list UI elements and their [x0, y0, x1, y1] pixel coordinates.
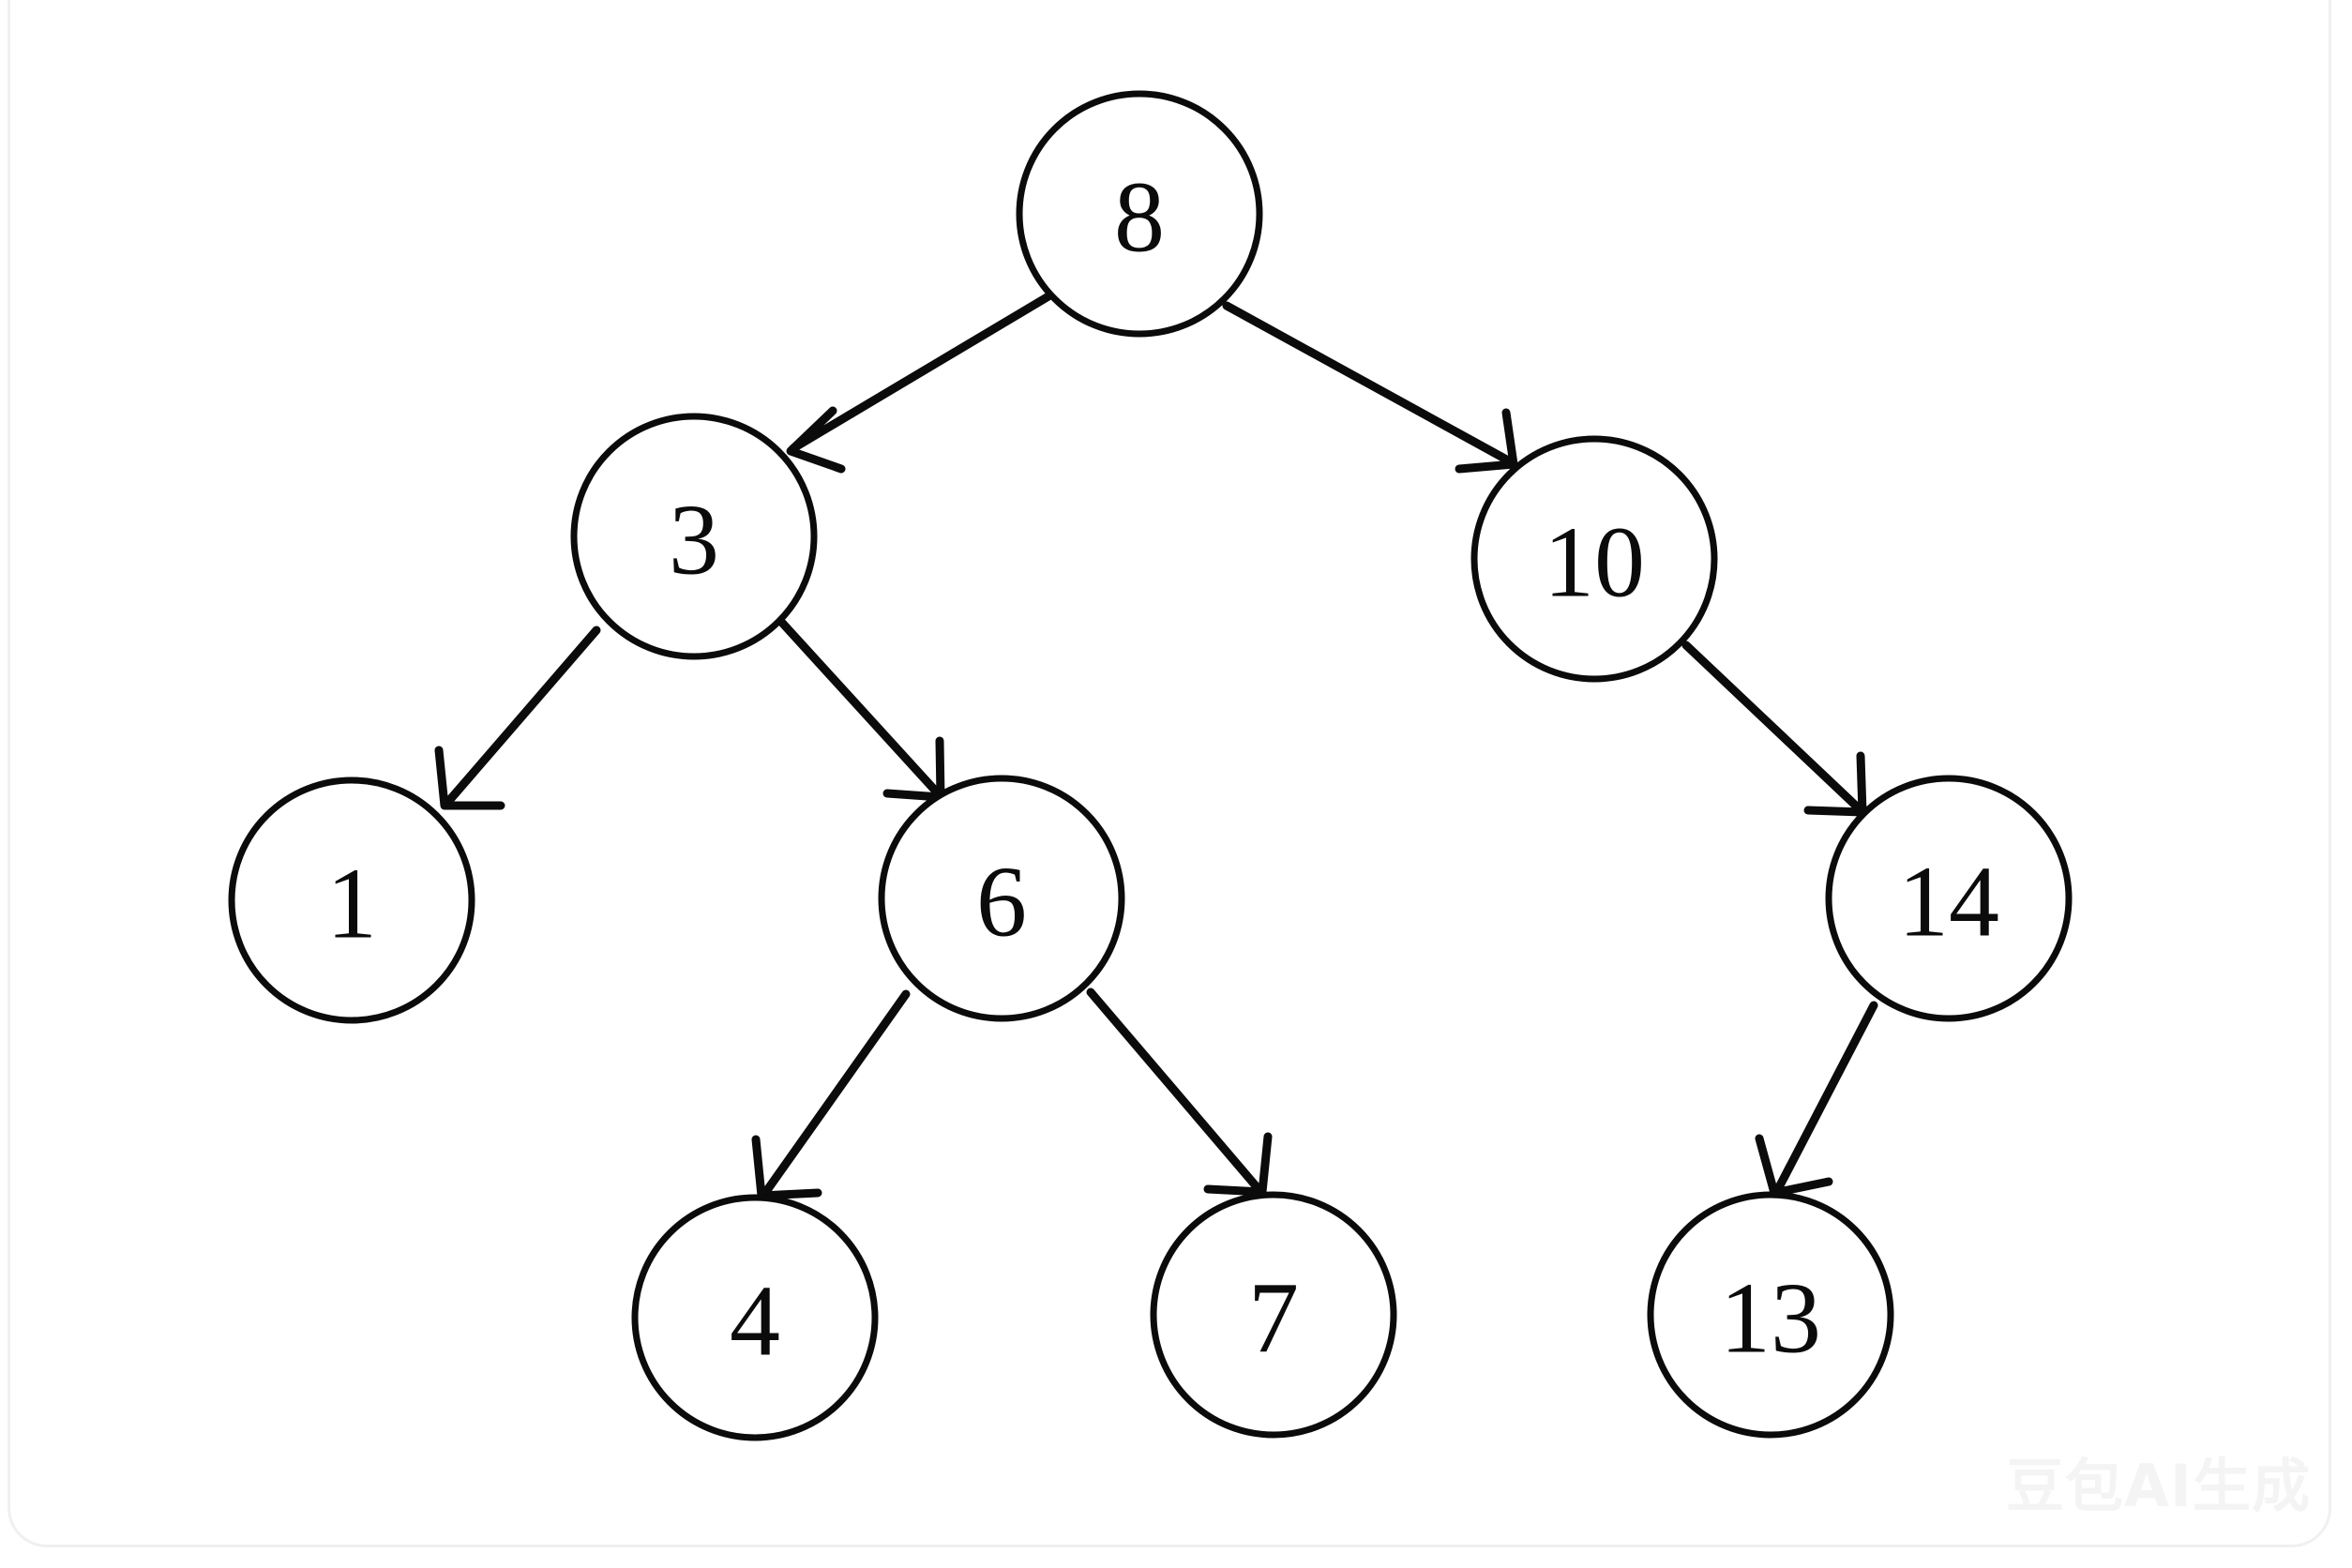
tree-node-3[interactable]: 3 — [570, 413, 818, 660]
arrowhead-icon — [434, 746, 505, 810]
node-label: 3 — [669, 485, 719, 596]
node-label: 7 — [1248, 1263, 1299, 1375]
node-label: 10 — [1544, 507, 1645, 619]
node-label: 14 — [1898, 847, 1999, 958]
node-label: 13 — [1720, 1263, 1821, 1375]
node-label: 1 — [326, 849, 377, 960]
edge-line — [1086, 988, 1263, 1194]
edge-line — [777, 618, 942, 798]
tree-node-4[interactable]: 4 — [631, 1194, 879, 1441]
node-circle[interactable] — [878, 775, 1125, 1022]
node-circle[interactable] — [570, 413, 818, 660]
node-circle[interactable] — [631, 1194, 879, 1441]
edge-line — [1773, 1001, 1878, 1194]
edge-line — [1681, 641, 1863, 813]
tree-node-8[interactable]: 8 — [1016, 90, 1263, 338]
tree-node-13[interactable]: 13 — [1647, 1191, 1894, 1439]
edge-6-to-4 — [751, 989, 911, 1200]
node-label: 4 — [730, 1266, 780, 1378]
node-circle[interactable] — [228, 776, 475, 1024]
node-circle[interactable] — [1647, 1191, 1894, 1439]
edge-3-to-1 — [434, 626, 601, 810]
edge-8-to-10 — [1222, 301, 1518, 474]
node-label: 8 — [1114, 162, 1165, 274]
node-circle[interactable] — [1825, 775, 2073, 1022]
node-circle[interactable] — [1150, 1191, 1397, 1439]
tree-node-14[interactable]: 14 — [1825, 775, 2073, 1022]
watermark-label: 豆包AI生成 — [2005, 1452, 2311, 1520]
edge-3-to-6 — [777, 618, 945, 802]
arrowhead-icon — [786, 406, 846, 474]
edge-10-to-14 — [1681, 641, 1867, 817]
edge-line — [1222, 301, 1515, 466]
tree-node-6[interactable]: 6 — [878, 775, 1125, 1022]
edge-8-to-3 — [786, 292, 1053, 474]
tree-node-10[interactable]: 10 — [1470, 435, 1718, 683]
tree-node-1[interactable]: 1 — [228, 776, 475, 1024]
edge-line — [761, 989, 911, 1198]
edge-14-to-13 — [1755, 1001, 1878, 1198]
edge-6-to-7 — [1086, 988, 1273, 1197]
edge-line — [443, 626, 601, 807]
arrowhead-icon — [1455, 408, 1518, 474]
node-label: 6 — [976, 847, 1027, 958]
tree-node-7[interactable]: 7 — [1150, 1191, 1397, 1439]
arrowhead-icon — [1203, 1132, 1273, 1197]
node-circle[interactable] — [1470, 435, 1718, 683]
node-circle[interactable] — [1016, 90, 1263, 338]
edge-line — [789, 292, 1053, 453]
node-group: 8 3 10 1 6 14 — [228, 90, 2073, 1441]
